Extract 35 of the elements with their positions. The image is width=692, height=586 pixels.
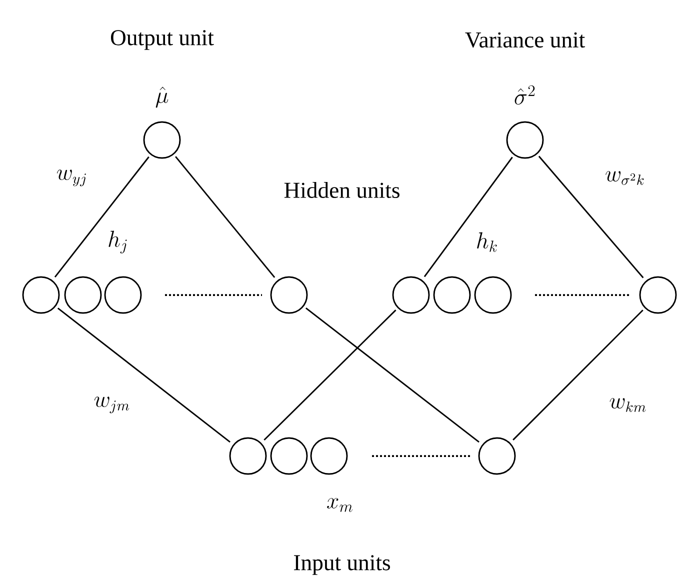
unit-circle bbox=[310, 437, 348, 475]
connection-line bbox=[175, 156, 276, 278]
unit-symbol: $h_j$ bbox=[108, 230, 127, 254]
connection-line bbox=[54, 156, 150, 278]
unit-circle bbox=[474, 276, 512, 314]
layer-heading: Output unit bbox=[110, 30, 214, 50]
weight-label: $w_{km}$ bbox=[610, 398, 646, 412]
layer-heading: Hidden units bbox=[284, 182, 400, 198]
connection-line bbox=[424, 156, 513, 278]
unit-circle bbox=[143, 121, 181, 159]
unit-circle bbox=[104, 276, 142, 314]
unit-circle bbox=[478, 437, 516, 475]
connection-line bbox=[57, 308, 230, 443]
unit-symbol: $h_k$ bbox=[477, 232, 497, 252]
connection-line bbox=[538, 156, 644, 278]
unit-circle bbox=[229, 437, 267, 475]
weight-label: $w_{yj}$ bbox=[56, 170, 86, 186]
connection-line bbox=[264, 310, 396, 441]
unit-symbol: $\hat{\mu}$ bbox=[156, 86, 168, 108]
unit-circle bbox=[270, 276, 308, 314]
unit-circle bbox=[270, 437, 308, 475]
weight-label: $w_{jm}$ bbox=[94, 396, 130, 414]
layer-heading: Input units bbox=[294, 555, 390, 575]
unit-circle bbox=[639, 276, 677, 314]
unit-circle bbox=[506, 121, 544, 159]
unit-circle bbox=[22, 276, 60, 314]
unit-symbol: $x_m$ bbox=[327, 498, 352, 512]
unit-circle bbox=[433, 276, 471, 314]
unit-circle bbox=[64, 276, 102, 314]
layer-heading: Variance unit bbox=[465, 32, 585, 48]
unit-symbol: $\hat{\sigma}^2$ bbox=[514, 85, 535, 105]
connection-line bbox=[512, 310, 644, 440]
unit-circle bbox=[392, 276, 430, 314]
connection-line bbox=[305, 308, 480, 443]
weight-label: $w_{\sigma^2 k}$ bbox=[606, 171, 644, 185]
